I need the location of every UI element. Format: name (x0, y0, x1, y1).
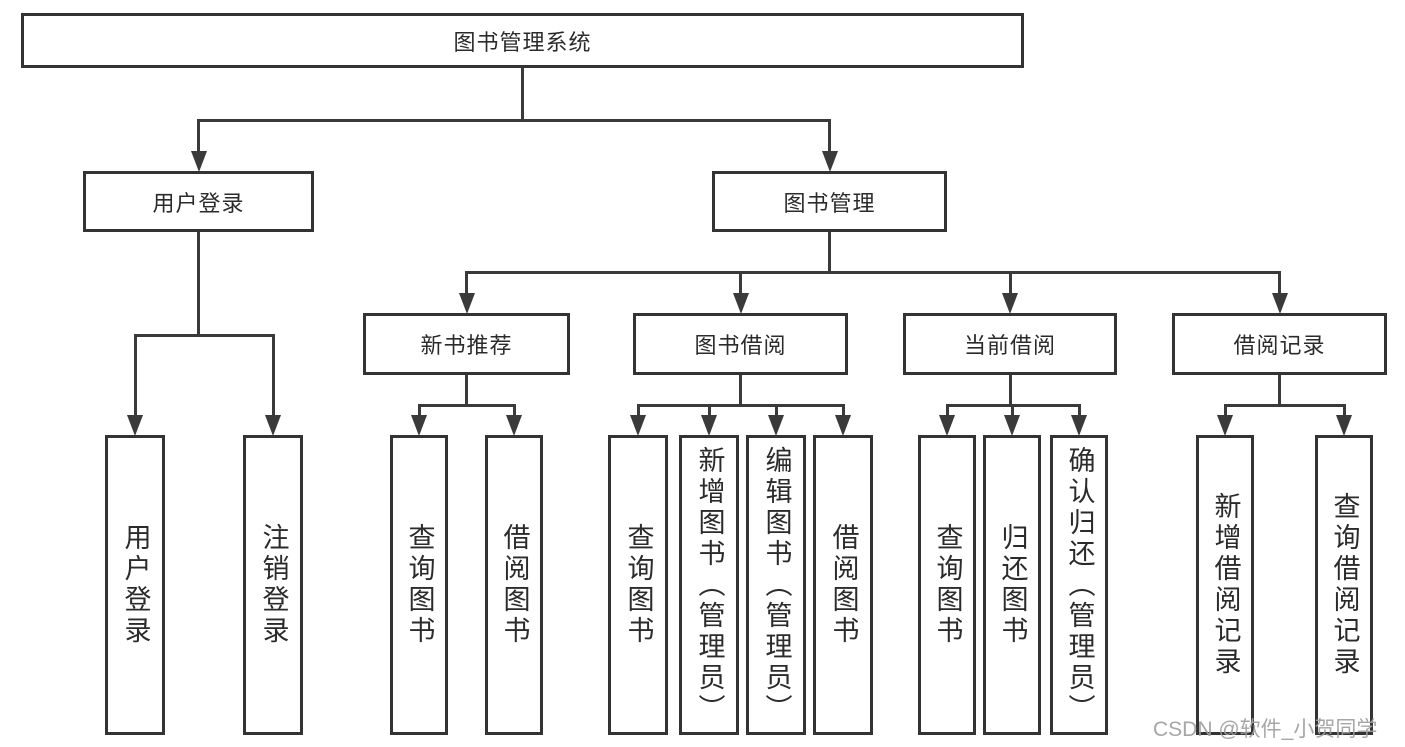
node-label-leaf-confirm-return: 确认归还（管理员） (1064, 445, 1095, 725)
node-leaf-logout: 注销登录 (243, 435, 303, 735)
csdn-watermark: CSDN @软件_小贺同学 (1153, 718, 1378, 741)
node-book-management: 图书管理 (712, 171, 947, 232)
node-label-leaf-add-record: 新增借阅记录 (1210, 492, 1241, 678)
connector-line (512, 405, 516, 416)
connector-line (739, 272, 742, 294)
arrowhead-down-icon (1071, 415, 1087, 436)
connector-line (133, 335, 137, 416)
node-leaf-add-book: 新增图书（管理员） (679, 435, 739, 735)
arrowhead-down-icon (1271, 293, 1288, 314)
node-book-borrow: 图书借阅 (633, 313, 848, 375)
connector-line (197, 232, 200, 335)
arrowhead-down-icon (732, 293, 749, 314)
arrowhead-down-icon (701, 415, 717, 436)
node-label-leaf-borrow-books-1: 借阅图书 (499, 523, 530, 647)
connector-line (465, 375, 468, 405)
arrowhead-down-icon (127, 415, 143, 436)
arrowhead-down-icon (821, 151, 838, 172)
node-label-leaf-add-book: 新增图书（管理员） (694, 445, 725, 725)
connector-line (133, 333, 275, 337)
connector-line (945, 405, 949, 416)
node-user-login: 用户登录 (83, 171, 314, 232)
connector-line (1223, 405, 1227, 416)
arrowhead-down-icon (939, 415, 955, 436)
connector-line (1008, 375, 1012, 405)
connector-line (1010, 405, 1014, 416)
connector-line (707, 405, 711, 416)
connector-line (636, 403, 845, 407)
connector-line (417, 403, 516, 407)
connector-line (197, 118, 831, 122)
node-label-leaf-user-login: 用户登录 (120, 523, 151, 647)
connector-line (465, 272, 468, 294)
node-leaf-user-login: 用户登录 (105, 435, 165, 735)
arrowhead-down-icon (835, 415, 851, 436)
node-leaf-query-books-2: 查询图书 (608, 435, 668, 735)
node-label-new-book-recommend: 新书推荐 (420, 333, 513, 358)
node-label-borrow-records: 借阅记录 (1233, 333, 1326, 358)
connector-line (828, 120, 831, 152)
node-label-leaf-query-books-1: 查询图书 (404, 523, 435, 647)
arrowhead-down-icon (1217, 415, 1233, 436)
arrowhead-down-icon (768, 415, 784, 436)
node-current-borrow: 当前借阅 (903, 313, 1117, 375)
connector-line (1278, 375, 1281, 405)
arrowhead-down-icon (190, 151, 207, 172)
connector-line (1278, 272, 1281, 294)
connector-line (1077, 405, 1081, 416)
node-label-leaf-return-book: 归还图书 (997, 523, 1028, 647)
connector-line (197, 120, 200, 152)
node-label-leaf-query-books-3: 查询图书 (932, 523, 963, 647)
node-leaf-borrow-books-1: 借阅图书 (485, 435, 543, 735)
connector-line (271, 335, 275, 416)
arrowhead-down-icon (506, 415, 522, 436)
connector-line (521, 68, 524, 120)
node-label-current-borrow: 当前借阅 (963, 333, 1056, 358)
node-leaf-return-book: 归还图书 (983, 435, 1041, 735)
node-new-book-recommend: 新书推荐 (363, 313, 570, 375)
node-root: 图书管理系统 (21, 13, 1024, 68)
node-leaf-query-books-3: 查询图书 (918, 435, 976, 735)
arrowhead-down-icon (1002, 293, 1018, 314)
connector-line (417, 405, 421, 416)
node-label-book-management: 图书管理 (783, 190, 876, 216)
node-label-leaf-edit-book: 编辑图书（管理员） (761, 445, 792, 725)
connector-line (636, 405, 640, 416)
connector-line (1008, 272, 1012, 294)
arrowhead-down-icon (458, 293, 475, 314)
arrowhead-down-icon (1004, 415, 1020, 436)
node-leaf-query-record: 查询借阅记录 (1315, 435, 1373, 735)
arrowhead-down-icon (265, 415, 281, 436)
node-leaf-confirm-return: 确认归还（管理员） (1050, 435, 1108, 735)
connector-line (774, 405, 778, 416)
arrowhead-down-icon (411, 415, 427, 436)
node-label-leaf-query-books-2: 查询图书 (623, 523, 654, 647)
arrowhead-down-icon (630, 415, 646, 436)
node-label-leaf-borrow-books-2: 借阅图书 (828, 523, 859, 647)
node-label-book-borrow: 图书借阅 (694, 333, 787, 358)
connector-line (841, 405, 845, 416)
arrowhead-down-icon (1336, 415, 1352, 436)
node-label-leaf-query-record: 查询借阅记录 (1329, 492, 1360, 678)
node-leaf-query-books-1: 查询图书 (390, 435, 448, 735)
connector-line (1223, 403, 1346, 407)
node-leaf-add-record: 新增借阅记录 (1196, 435, 1254, 735)
connector-line (1342, 405, 1346, 416)
node-label-leaf-logout: 注销登录 (258, 523, 289, 647)
node-leaf-edit-book: 编辑图书（管理员） (746, 435, 806, 735)
connector-line (739, 375, 742, 405)
node-leaf-borrow-books-2: 借阅图书 (813, 435, 873, 735)
connector-line (465, 270, 1281, 274)
node-label-user-login: 用户登录 (152, 190, 245, 216)
node-borrow-records: 借阅记录 (1172, 313, 1387, 375)
node-label-root: 图书管理系统 (453, 29, 592, 55)
connector-line (828, 232, 831, 272)
